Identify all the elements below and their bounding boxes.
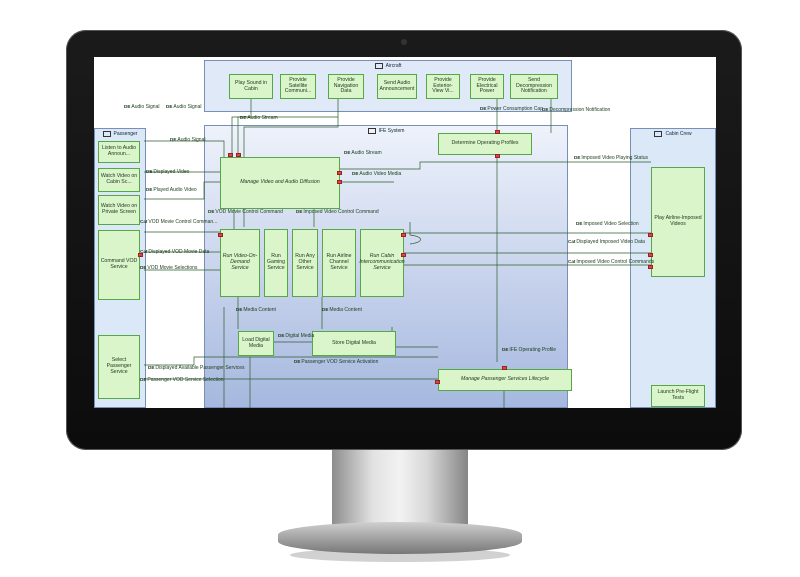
aircraft-title: Aircraft bbox=[385, 62, 402, 69]
load-digital-media-function[interactable]: Load Digital Media bbox=[238, 331, 274, 356]
port bbox=[648, 233, 653, 237]
port bbox=[435, 380, 440, 384]
displayed-video-label: DEDisplayed Video bbox=[146, 169, 190, 175]
provide-navigation-data-function[interactable]: Provide Navigation Data bbox=[328, 74, 364, 99]
command-vod-service-function[interactable]: Command VOD Service bbox=[98, 230, 140, 300]
run-airline-channel-service-function[interactable]: Run Airline Channel Service bbox=[322, 229, 356, 297]
vod-movie-selections-label: DEVOD Movie Selections bbox=[140, 265, 198, 271]
port bbox=[337, 180, 342, 184]
monitor-stand-base bbox=[278, 522, 522, 554]
listen-audio-announcement-function[interactable]: Listen to Audio Announ... bbox=[98, 141, 140, 163]
ife-header: IFE System bbox=[205, 126, 567, 135]
port bbox=[648, 253, 653, 257]
port bbox=[495, 154, 500, 158]
imposed-control-command-label: DEImposed Video Control Command bbox=[296, 209, 379, 215]
media-content-label: DEMedia Content bbox=[236, 307, 276, 313]
determine-operating-profiles-function[interactable]: Determine Operating Profiles bbox=[438, 133, 532, 155]
port bbox=[138, 253, 143, 257]
provide-exterior-view-function[interactable]: Provide Exterior-View Vi... bbox=[426, 74, 460, 99]
vod-control-command-label: DEVOD Movie Control Command bbox=[208, 209, 283, 215]
monitor-stand-neck bbox=[332, 450, 468, 532]
port bbox=[236, 153, 241, 157]
digital-media-label: DEDigital Media bbox=[278, 333, 315, 339]
vod-selection-label: DEPassenger VOD Service Selection bbox=[140, 377, 224, 383]
decompression-label: DEDecompression Notification bbox=[542, 107, 611, 113]
audio-stream-label: DEAudio Stream bbox=[240, 115, 278, 121]
component-icon bbox=[374, 62, 383, 69]
store-digital-media-function[interactable]: Store Digital Media bbox=[312, 331, 396, 356]
run-any-other-service-function[interactable]: Run Any Other Service bbox=[292, 229, 318, 297]
play-airline-imposed-videos-function[interactable]: Play Airline-Imposed Videos bbox=[651, 167, 705, 277]
diagram-screen: Aircraft IFE System Passenger Cabin Crew bbox=[94, 57, 716, 408]
port bbox=[337, 171, 342, 175]
audio-video-media-label: DEAudio Video Media bbox=[352, 171, 402, 177]
ife-operating-profile-label: DEIFE Operating Profile bbox=[502, 347, 557, 353]
send-audio-announcement-function[interactable]: Send Audio Announcement bbox=[377, 74, 417, 99]
send-decompression-notification-function[interactable]: Send Decompression Notification bbox=[510, 74, 558, 99]
connector-lines bbox=[144, 99, 651, 408]
vod-activation-label: DEPassenger VOD Service Activation bbox=[294, 359, 379, 365]
imposed-control-commands-label: CatImposed Video Control Commands bbox=[568, 259, 655, 265]
webcam-icon bbox=[401, 39, 407, 45]
manage-video-audio-diffusion-function[interactable]: Manage Video and Audio Diffusion bbox=[220, 157, 340, 209]
watch-video-private-screen-function[interactable]: Watch Video on Private Screen bbox=[98, 195, 140, 225]
component-icon bbox=[367, 127, 376, 134]
cabin-crew-title: Cabin Crew bbox=[665, 130, 692, 137]
imposed-video-selection-label: DEImposed Video Selection bbox=[576, 221, 639, 227]
played-audio-video-label: DEPlayed Audio Video bbox=[146, 187, 197, 193]
aircraft-header: Aircraft bbox=[205, 61, 571, 70]
component-icon bbox=[654, 130, 663, 137]
provide-electrical-power-function[interactable]: Provide Electrical Power bbox=[470, 74, 504, 99]
displayed-vod-data-label: CatDisplayed VOD Movie Data bbox=[140, 249, 210, 255]
run-gaming-service-function[interactable]: Run Gaming Service bbox=[264, 229, 288, 297]
displayed-available-label: DEDisplayed Available Passenger Services bbox=[148, 365, 245, 371]
port bbox=[401, 233, 406, 237]
displayed-imposed-data-label: CatDisplayed Imposed Video Data bbox=[568, 239, 645, 245]
audio-stream-label: DEAudio Stream bbox=[344, 150, 382, 156]
watch-video-cabin-screen-function[interactable]: Watch Video on Cabin Sc... bbox=[98, 168, 140, 192]
imposed-video-status-label: DEImposed Video Playing Status bbox=[574, 155, 649, 161]
port bbox=[228, 153, 233, 157]
run-cabin-intercommunication-service-function[interactable]: Run Cabin Intercommunication Service bbox=[359, 229, 405, 297]
vod-movie-command-label: CatVOD Movie Control Comman... bbox=[140, 219, 218, 225]
port bbox=[495, 130, 500, 134]
launch-pre-flight-tests-function[interactable]: Launch Pre-Flight Tests bbox=[651, 385, 705, 407]
port bbox=[218, 233, 223, 237]
play-sound-in-cabin-function[interactable]: Play Sound in Cabin bbox=[229, 74, 273, 99]
audio-signal-label: DEAudio Signal bbox=[170, 137, 206, 143]
audio-signal-label: DEAudio Signal bbox=[124, 104, 160, 110]
audio-signal-label: DEAudio Signal bbox=[166, 104, 202, 110]
port bbox=[401, 253, 406, 257]
run-video-on-demand-service-function[interactable]: Run Video-On-Demand Service bbox=[220, 229, 260, 297]
manage-passenger-services-lifecycle-function[interactable]: Manage Passenger Services Lifecycle bbox=[438, 369, 572, 391]
cabin-crew-header: Cabin Crew bbox=[631, 129, 715, 138]
power-cap-label: DEPower Consumption Cap bbox=[480, 106, 543, 112]
component-icon bbox=[102, 130, 111, 137]
provide-satellite-communication-function[interactable]: Provide Satellite Communi... bbox=[280, 74, 316, 99]
passenger-header: Passenger bbox=[95, 129, 145, 138]
select-passenger-service-function[interactable]: Select Passenger Service bbox=[98, 335, 140, 399]
port bbox=[648, 265, 653, 269]
passenger-title: Passenger bbox=[113, 130, 138, 137]
port bbox=[502, 366, 507, 370]
media-content-label: DEMedia Content bbox=[322, 307, 362, 313]
ife-title: IFE System bbox=[378, 127, 405, 134]
